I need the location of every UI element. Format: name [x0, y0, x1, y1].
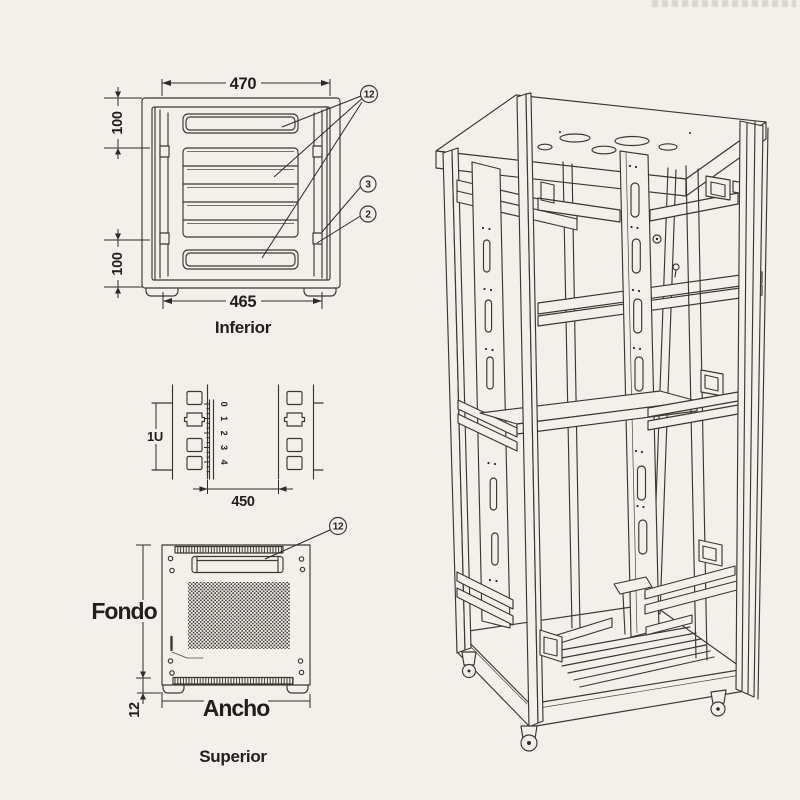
svg-text:0: 0 — [219, 402, 229, 407]
dim-side-top-label: 100 — [110, 111, 126, 135]
ruler-numbers: 0 1 2 3 4 — [219, 402, 229, 465]
dimension-100-bottom: 100 — [104, 229, 150, 298]
inferior-view-drawing: 470 100 — [104, 75, 379, 337]
perforated-mesh — [188, 582, 290, 649]
svg-text:3: 3 — [365, 180, 371, 191]
dimension-465: 465 — [162, 292, 323, 311]
dim-bottom-label: 465 — [230, 293, 257, 311]
dimension-450: 450 — [193, 480, 293, 510]
caster-front — [520, 725, 538, 752]
unit-label: 1U — [147, 429, 163, 444]
callout-3-badge: 3 — [321, 175, 377, 233]
svg-text:3: 3 — [219, 445, 229, 450]
caster-left — [461, 651, 477, 679]
dim-top-label: 470 — [230, 75, 257, 93]
dim-450-label: 450 — [231, 494, 255, 510]
cropped-watermark-artifact — [652, 0, 796, 7]
rail-detail-drawing: 0 1 2 3 4 1U 450 — [145, 384, 324, 510]
svg-text:4: 4 — [219, 460, 229, 465]
svg-text:12: 12 — [333, 522, 344, 533]
svg-text:12: 12 — [364, 90, 375, 101]
edge-dim-label: 12 — [127, 702, 143, 718]
callout-12-badge: 12 — [261, 84, 379, 259]
width-label: Ancho — [203, 695, 271, 721]
callout-12-badge-superior: 12 — [264, 516, 348, 560]
rack-isometric-drawing — [435, 92, 769, 752]
dimension-470: 470 — [161, 75, 331, 96]
dimension-ancho: Ancho — [161, 694, 311, 721]
svg-text:1: 1 — [219, 416, 229, 421]
dimension-12-edge: 12 — [127, 667, 163, 718]
dimension-1u: 1U — [145, 403, 165, 470]
svg-text:2: 2 — [219, 431, 229, 436]
dimension-fondo: Fondo — [91, 544, 159, 679]
callout-2-badge: 2 — [316, 205, 377, 244]
superior-caption: Superior — [199, 747, 267, 766]
dimension-100-top: 100 — [104, 87, 150, 159]
ruler-ticks — [204, 403, 210, 473]
svg-text:2: 2 — [365, 210, 371, 221]
caster-right — [710, 689, 727, 717]
dim-side-bottom-label: 100 — [110, 252, 126, 276]
inferior-caption: Inferior — [215, 318, 272, 337]
superior-view-drawing: 12 Fondo 12 — [91, 516, 348, 766]
depth-label: Fondo — [91, 598, 157, 624]
